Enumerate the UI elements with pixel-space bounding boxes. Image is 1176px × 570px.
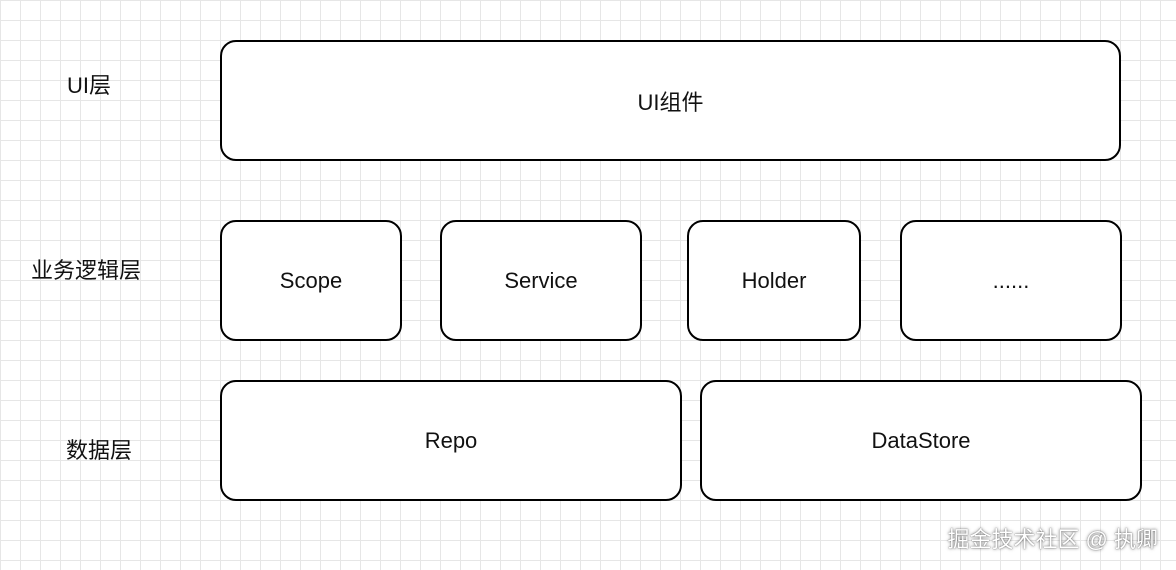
service-label: Service [504, 267, 578, 293]
ui-component-box: UI组件 [220, 40, 1121, 161]
scope-label: Scope [279, 267, 343, 293]
ellipsis-label: ...... [992, 267, 1030, 293]
ellipsis-box: ...... [900, 220, 1122, 341]
business-layer-label: 业务逻辑层 [31, 258, 142, 283]
service-box: Service [440, 220, 642, 341]
data-layer-label: 数据层 [66, 438, 133, 463]
scope-box: Scope [220, 220, 402, 341]
datastore-label: DataStore [871, 427, 971, 453]
repo-box: Repo [220, 380, 682, 501]
ui-component-label: UI组件 [637, 89, 704, 115]
repo-label: Repo [424, 427, 478, 453]
holder-box: Holder [687, 220, 861, 341]
ui-layer-label: UI层 [67, 73, 112, 98]
watermark-text: 掘金技术社区 @ 执卿 [947, 527, 1158, 552]
datastore-box: DataStore [700, 380, 1142, 501]
holder-label: Holder [741, 267, 807, 293]
